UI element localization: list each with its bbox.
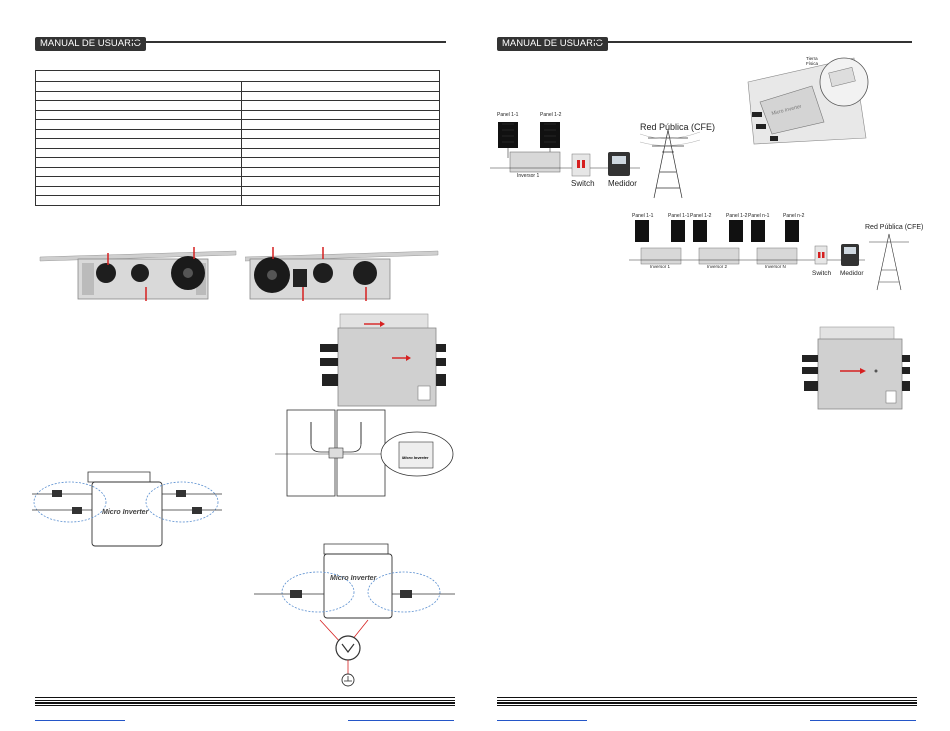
micro-inverter-drawing-1: Micro Inverter (32, 471, 222, 547)
tierra-fisica-tag: Tierra Física (806, 56, 819, 66)
bottom-panel-label-2: Panel 1-1 (668, 213, 690, 219)
connector-photo-right (245, 247, 439, 301)
right-footer-link-1[interactable] (497, 720, 587, 721)
bottom-panel-label-3: Panel 1-2 (690, 213, 712, 219)
panels-wiring-diagram: Micro Inverter (275, 409, 454, 497)
inverter-photo-right (802, 326, 910, 410)
bottom-inverter-label-2: Inversor 2 (707, 264, 728, 269)
top-meter-label: Medidor (608, 179, 637, 188)
left-footer-link-1[interactable] (35, 720, 125, 721)
spec-table (34, 70, 440, 206)
right-page-header: MANUAL DE USUARIO (497, 37, 608, 51)
top-panel-label-1: Panel 1-1 (497, 112, 519, 118)
bottom-panel-label-4: Panel 1-2 (726, 213, 748, 219)
left-footer-link-2[interactable] (348, 720, 454, 721)
bottom-panel-label-5: Panel n-1 (748, 213, 770, 219)
right-header-rule (592, 41, 912, 43)
bottom-panel-label-1: Panel 1-1 (632, 213, 654, 219)
inverter-photo-arrows (320, 313, 446, 407)
bottom-meter-label: Medidor (840, 270, 864, 277)
bottom-switch-label: Switch (812, 270, 832, 277)
micro-inverter-drawing-2: Micro Inverter (254, 543, 455, 687)
connector-photo-left (39, 247, 237, 301)
micro-inverter-label-1: Micro Inverter (102, 509, 150, 516)
wiring-diagram-top (490, 122, 701, 199)
bottom-inverter-label-3: Inversor N (765, 264, 786, 269)
bottom-panel-label-6: Panel n-2 (783, 213, 805, 219)
top-inverter-label: Inversor 1 (517, 173, 540, 179)
right-footer-link-2[interactable] (810, 720, 916, 721)
right-footer-band (497, 697, 917, 708)
wiring-diagram-bottom (629, 220, 909, 291)
bottom-inverter-label-1: Inversor 1 (650, 264, 671, 269)
installation-photo: Micro Inverter (747, 57, 869, 145)
left-page-header: MANUAL DE USUARIO (35, 37, 146, 51)
zoom-inverter-label: Micro Inverter (402, 455, 429, 460)
left-header-rule (130, 41, 446, 43)
top-panel-label-2: Panel 1-2 (540, 112, 562, 118)
left-footer-band (35, 697, 455, 708)
top-grid-label: Red Pública (CFE) (640, 122, 716, 132)
micro-inverter-label-2: Micro Inverter (330, 575, 378, 582)
top-switch-label: Switch (571, 179, 595, 188)
bottom-grid-label: Red Pública (CFE) (865, 224, 924, 231)
